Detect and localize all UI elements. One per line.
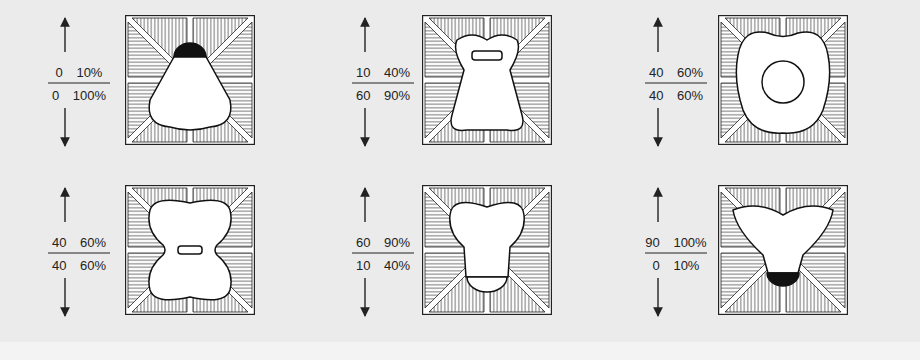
level-percentage: 60 90% bbox=[356, 88, 410, 103]
speaker-panel bbox=[718, 15, 848, 145]
level-percentage: 0 10% bbox=[56, 65, 103, 80]
level-percentage: 40 60% bbox=[649, 65, 703, 80]
level-percentage: 90 100% bbox=[645, 235, 706, 250]
level-percentage: 60 90% bbox=[356, 235, 410, 250]
bottom-band bbox=[0, 342, 920, 360]
level-percentage: 0 100% bbox=[52, 88, 106, 103]
level-percentage: 40 60% bbox=[649, 88, 703, 103]
speaker-panel bbox=[422, 15, 552, 145]
level-percentage: 10 40% bbox=[356, 65, 410, 80]
speaker-panel bbox=[718, 185, 848, 315]
speaker-panel bbox=[125, 15, 255, 145]
level-percentage: 40 60% bbox=[52, 235, 106, 250]
level-percentage: 40 60% bbox=[52, 258, 106, 273]
speaker-panel bbox=[125, 185, 255, 315]
level-percentage: 10 40% bbox=[356, 258, 410, 273]
level-percentage: 0 10% bbox=[653, 258, 700, 273]
speaker-panel bbox=[422, 185, 552, 315]
